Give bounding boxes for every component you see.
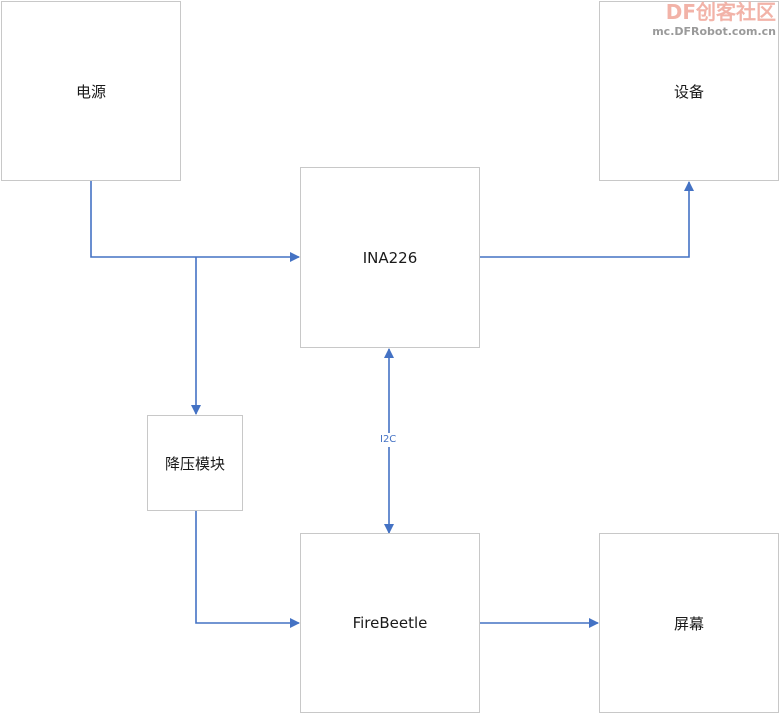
node-ina226-label: INA226 xyxy=(362,248,418,267)
node-power-label: 电源 xyxy=(75,82,106,101)
connector-buck-to-firebeetle xyxy=(195,511,300,628)
node-device: 设备 xyxy=(599,1,779,181)
node-screen: 屏幕 xyxy=(599,533,779,713)
node-firebeetle: FireBeetle xyxy=(300,533,480,713)
node-buck-label: 降压模块 xyxy=(164,454,225,473)
node-buck-module: 降压模块 xyxy=(147,415,243,511)
watermark-url: mc.DFRobot.com.cn xyxy=(652,25,776,38)
edge-label-i2c: I2C xyxy=(379,433,398,447)
node-firebeetle-label: FireBeetle xyxy=(352,614,428,632)
connector-power-to-ina226 xyxy=(90,181,300,262)
node-device-label: 设备 xyxy=(673,82,704,101)
node-ina226: INA226 xyxy=(300,167,480,348)
node-screen-label: 屏幕 xyxy=(673,614,704,633)
watermark-logo: DF创客社区 xyxy=(665,0,776,24)
node-power: 电源 xyxy=(1,1,181,181)
connector-ina226-to-device xyxy=(480,181,694,258)
watermark: DF创客社区 mc.DFRobot.com.cn xyxy=(652,2,776,37)
